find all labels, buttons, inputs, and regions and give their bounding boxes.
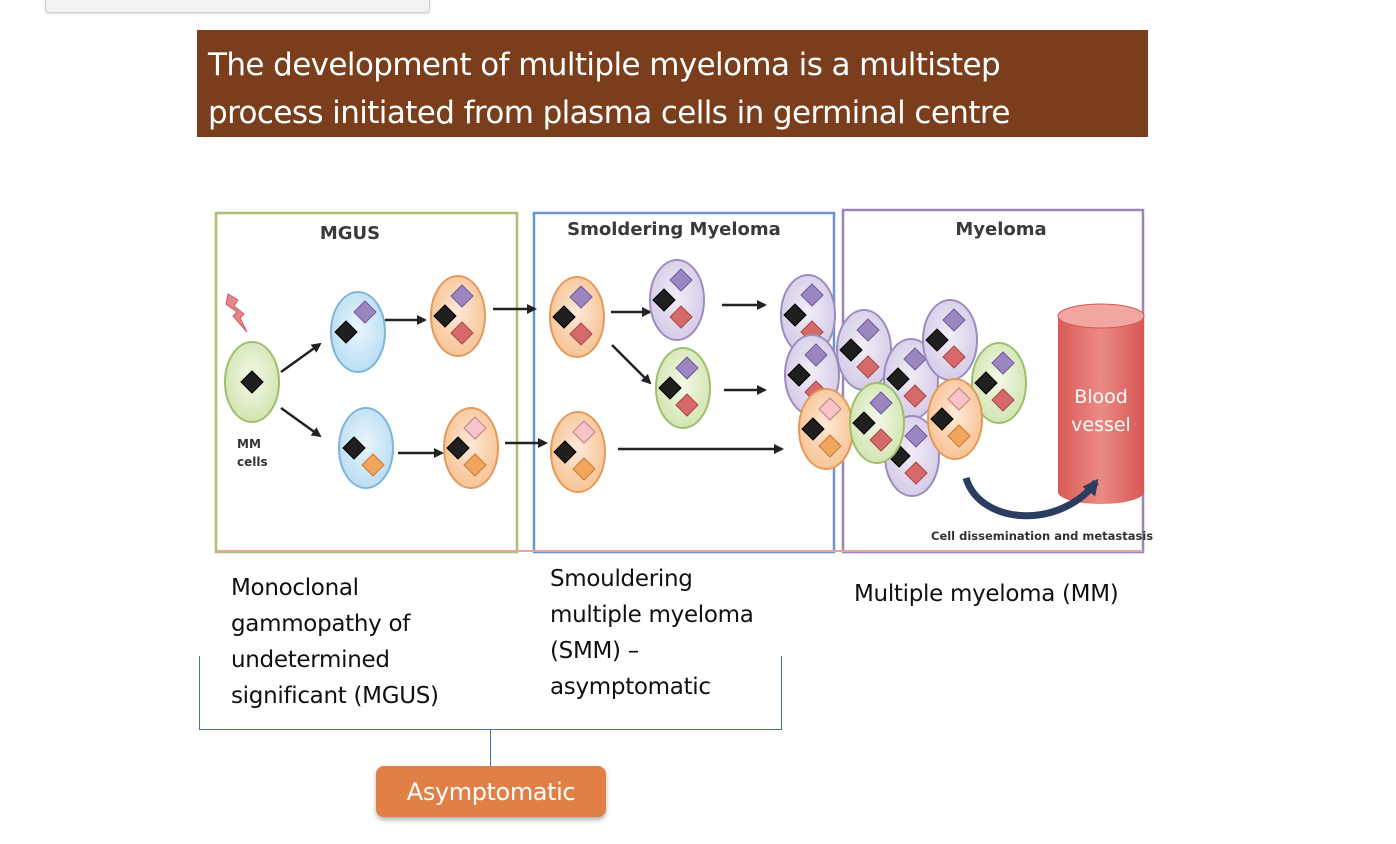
cell-marker [947, 424, 971, 448]
caption-smm-line: (SMM) – [550, 638, 639, 664]
cell-marker [569, 285, 593, 309]
plasma-cell [550, 411, 606, 493]
caption-mgus-line: Monoclonal [231, 575, 359, 601]
dissemination-arrow [962, 476, 1099, 520]
panel-title-myeloma: Myeloma [955, 219, 1046, 240]
slide-title: The development of multiple myeloma is a… [197, 30, 1148, 137]
plasma-cell [927, 378, 983, 460]
cell-marker [572, 457, 596, 481]
caption-smm: Smouldering multiple myeloma (SMM) – asy… [550, 561, 754, 705]
cell-marker [553, 440, 577, 464]
cell-marker [942, 308, 966, 332]
plasma-cell [330, 291, 386, 373]
caption-mgus: Monoclonal gammopathy of undetermined si… [231, 570, 439, 714]
blood-vessel: Blood vessel [1057, 303, 1145, 504]
plasma-cell [224, 341, 280, 423]
cell-marker [947, 387, 971, 411]
cell-marker [930, 407, 954, 431]
title-line-2: process initiated from plasma cells in g… [208, 95, 1010, 131]
cell-marker [804, 343, 828, 367]
cell-marker [569, 322, 593, 346]
plasma-cell [971, 342, 1027, 424]
cell-marker [974, 371, 998, 395]
cell-marker [552, 305, 576, 329]
cell-marker [433, 304, 457, 328]
cell-marker [353, 300, 377, 324]
progression-arrow [280, 342, 322, 374]
plasma-cell [549, 276, 605, 358]
caption-smm-line: multiple myeloma [550, 602, 754, 628]
cell-marker [240, 370, 264, 394]
caption-mm: Multiple myeloma (MM) [854, 581, 1119, 607]
cell-marker [903, 347, 927, 371]
lightning-icon [225, 293, 248, 333]
asymptomatic-bracket [199, 656, 782, 730]
plasma-cell [430, 275, 486, 357]
cell-marker [446, 436, 470, 460]
panel-title-smoldering: Smoldering Myeloma [567, 219, 781, 240]
cell-marker [869, 428, 893, 452]
cell-marker [334, 320, 358, 344]
cell-marker [450, 321, 474, 345]
cell-marker [669, 305, 693, 329]
cell-marker [658, 376, 682, 400]
cell-marker [675, 393, 699, 417]
plasma-cell [849, 382, 905, 464]
mm-cells-label-line2: cells [237, 455, 268, 469]
dissemination-label: Cell dissemination and metastasis [931, 529, 1153, 543]
cell-marker [463, 416, 487, 440]
progression-arrow [280, 406, 322, 438]
plasma-cell [338, 407, 394, 489]
cell-marker [818, 434, 842, 458]
cell-marker [361, 453, 385, 477]
cell-marker [801, 417, 825, 441]
cell-marker [925, 328, 949, 352]
cell-marker [787, 363, 811, 387]
blood-vessel-label-line1: Blood [1074, 386, 1128, 408]
asymptomatic-button[interactable]: Asymptomatic [376, 766, 606, 817]
cell-marker [942, 345, 966, 369]
cell-marker [839, 338, 863, 362]
cell-marker [675, 356, 699, 380]
cell-marker [856, 318, 880, 342]
panel-title-mgus: MGUS [320, 223, 380, 244]
progression-arrow [611, 344, 652, 385]
mm-cells-label-line1: MM [237, 437, 261, 451]
cell-marker [572, 420, 596, 444]
cell-marker [991, 351, 1015, 375]
cell-marker [852, 411, 876, 435]
title-line-1: The development of multiple myeloma is a… [208, 47, 1001, 83]
caption-mgus-line: significant (MGUS) [231, 683, 439, 709]
caption-smm-line: asymptomatic [550, 674, 711, 700]
cell-marker [342, 436, 366, 460]
caption-mgus-line: undetermined [231, 647, 390, 673]
plasma-cell [443, 407, 499, 489]
caption-smm-line: Smouldering [550, 566, 693, 592]
caption-mgus-line: gammopathy of [231, 611, 411, 637]
cell-marker [783, 303, 807, 327]
cell-marker [450, 284, 474, 308]
asymptomatic-bracket-stem [490, 730, 491, 766]
plasma-cell [798, 388, 854, 470]
cell-marker [463, 453, 487, 477]
cell-marker [818, 397, 842, 421]
cell-marker [903, 384, 927, 408]
plasma-cell [836, 309, 892, 391]
cell-marker [856, 355, 880, 379]
plasma-cell [649, 259, 705, 341]
cell-marker [886, 367, 910, 391]
cell-marker [904, 424, 928, 448]
cell-marker [904, 461, 928, 485]
plasma-cell [922, 299, 978, 381]
cell-marker [800, 283, 824, 307]
cell-marker [669, 268, 693, 292]
cell-marker [869, 391, 893, 415]
top-tab[interactable] [45, 0, 430, 13]
cell-marker [991, 388, 1015, 412]
plasma-cell [655, 347, 711, 429]
cell-marker [652, 288, 676, 312]
blood-vessel-label-line2: vessel [1071, 414, 1131, 436]
